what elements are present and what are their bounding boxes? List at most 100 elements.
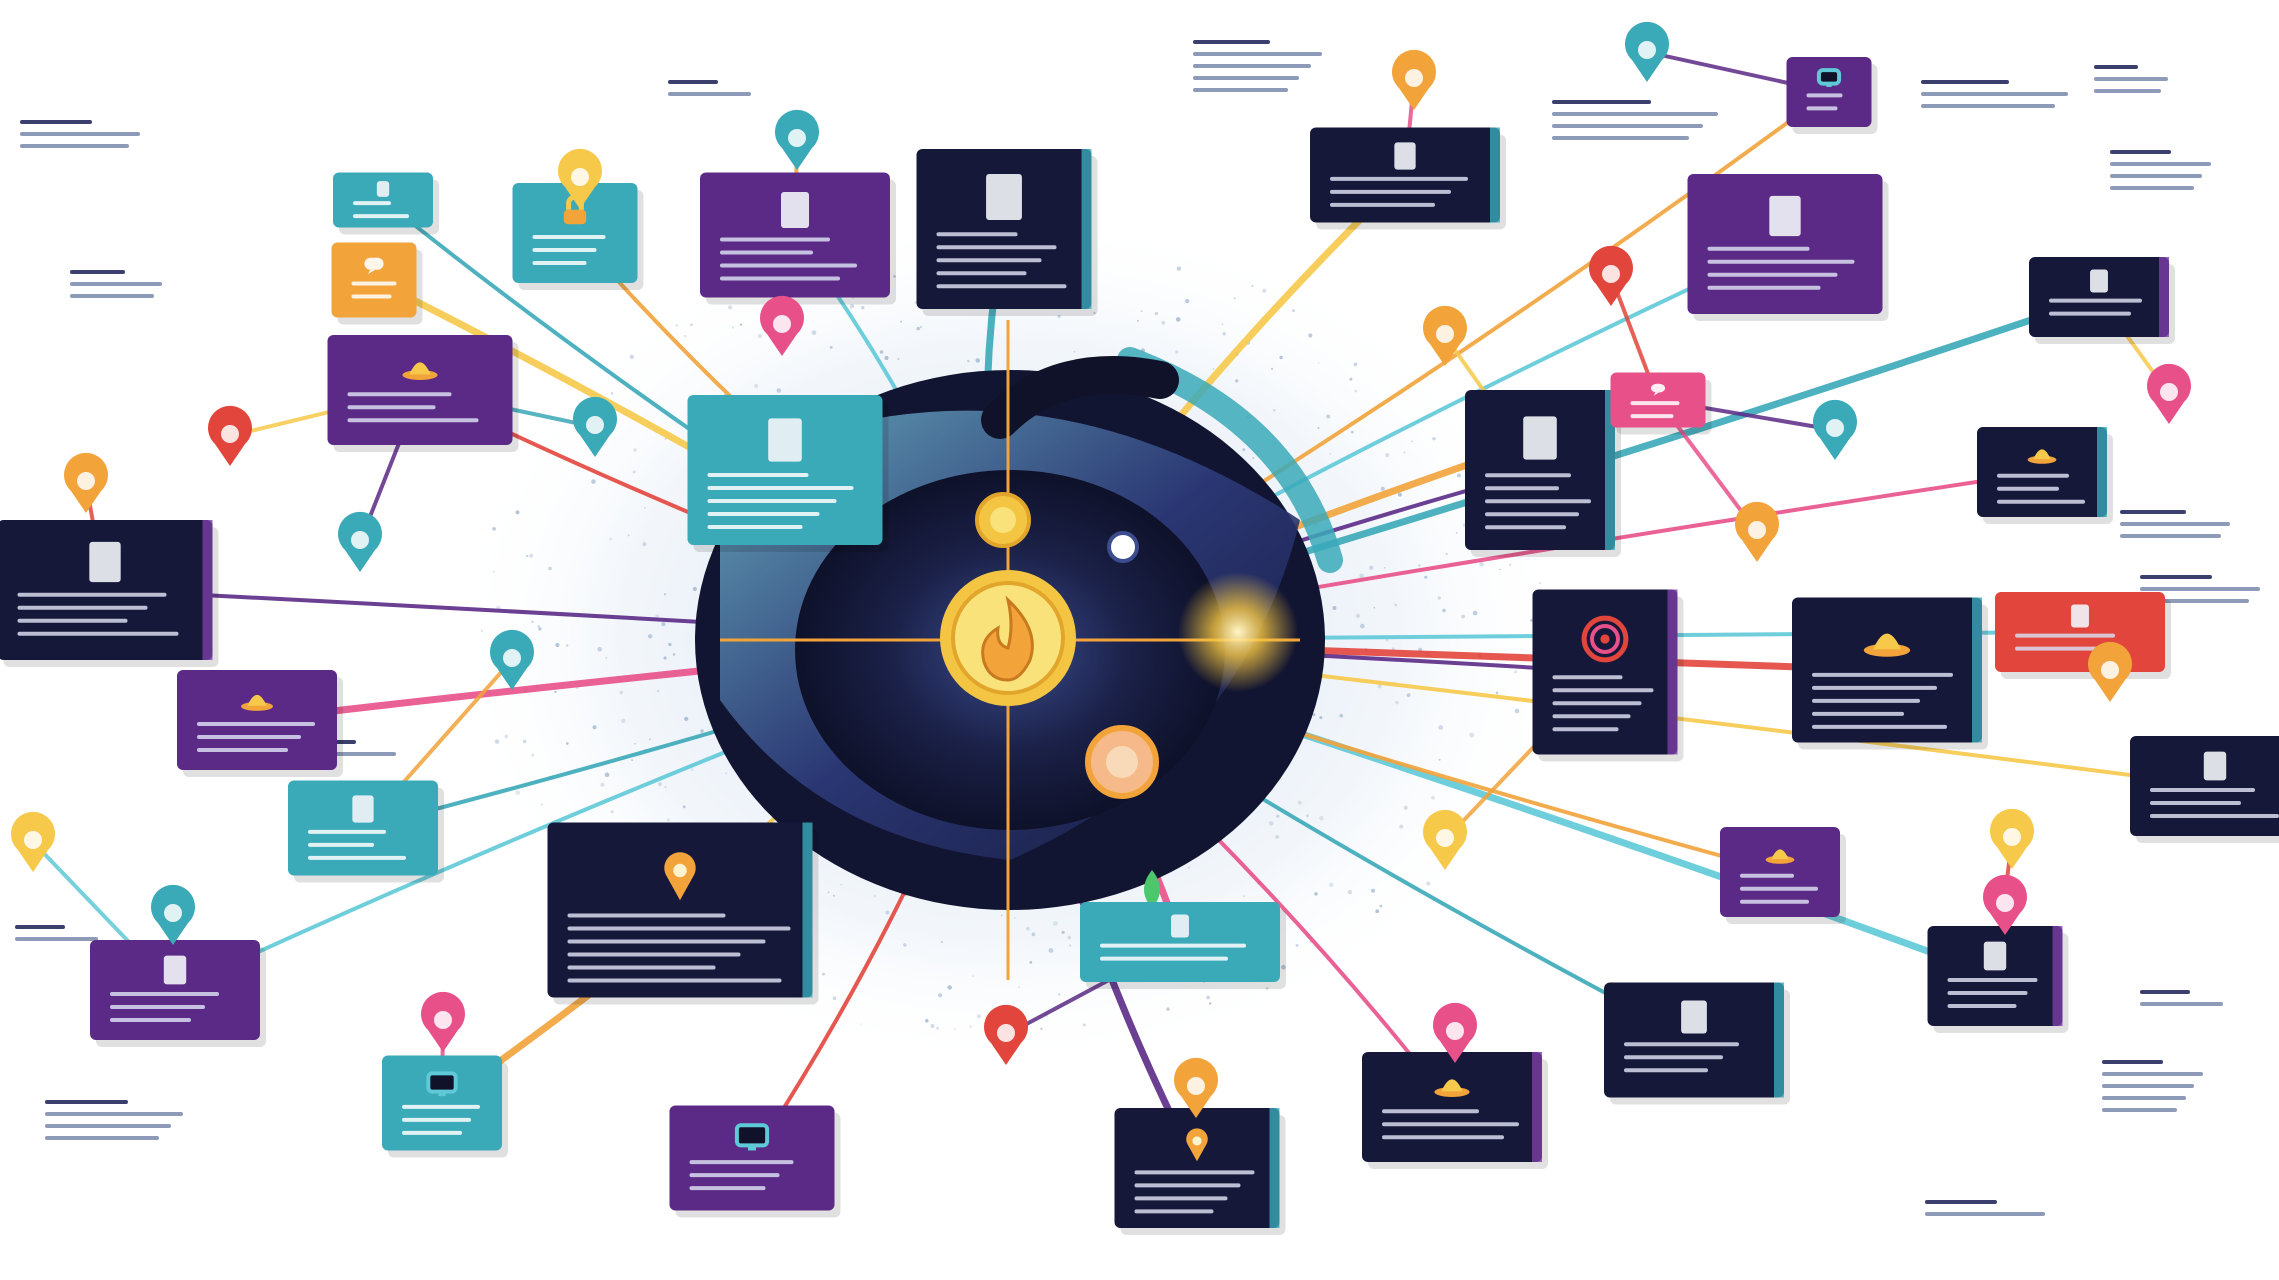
chat-icon: [1650, 383, 1666, 396]
haze-speck: [661, 622, 666, 627]
hub-dark-arc: [981, 356, 1179, 439]
haze-speck: [1048, 948, 1054, 953]
node-card: [1362, 1052, 1548, 1169]
haze-speck: [1292, 309, 1295, 312]
card-text-line: [1485, 473, 1571, 478]
card-text-line: [720, 250, 813, 255]
haze-speck: [690, 768, 694, 771]
chat-icon: [364, 257, 384, 275]
haze-speck: [776, 388, 782, 393]
haze-speck: [1424, 575, 1428, 579]
card-text-line: [1100, 956, 1228, 961]
haze-speck: [879, 350, 884, 354]
haze-speck: [1175, 317, 1181, 322]
card-body: [0, 520, 213, 660]
card-edge: [2097, 427, 2107, 517]
card-text-line: [689, 1160, 794, 1165]
card-body: [327, 335, 513, 445]
card-text-line: [936, 271, 1027, 276]
pin-icon: [573, 396, 618, 457]
node-card: [1720, 827, 1846, 924]
pin-dot: [164, 904, 182, 922]
node-card: [2130, 736, 2279, 843]
card-text-line: [402, 1104, 480, 1109]
pin-dot: [1638, 41, 1656, 59]
mini-label: [20, 120, 140, 148]
scribble-line: [2102, 1072, 2203, 1076]
haze-speck: [873, 894, 877, 898]
haze-speck: [885, 910, 890, 915]
haze-speck: [969, 1025, 972, 1028]
haze-speck: [757, 334, 762, 338]
card-text-line: [707, 486, 854, 490]
card-body: [1792, 597, 1982, 743]
haze-speck: [1385, 453, 1390, 458]
card-body: [1080, 902, 1280, 982]
card-body: [2029, 257, 2169, 337]
haze-speck: [967, 359, 970, 363]
haze-speck: [1276, 814, 1280, 818]
haze-speck: [1242, 895, 1245, 898]
haze-speck: [1354, 389, 1358, 393]
card-text-line: [1382, 1122, 1519, 1127]
scribble-line: [1552, 100, 1651, 104]
card-body: [512, 183, 638, 283]
haze-speck: [592, 725, 597, 730]
card-edge: [1532, 1052, 1542, 1162]
card-text-line: [936, 284, 1067, 289]
card-edge: [1972, 597, 1982, 743]
card-edge: [2159, 257, 2169, 337]
haze-speck: [1252, 457, 1255, 460]
pin-icon: [1983, 874, 2028, 935]
node-card: [331, 242, 423, 325]
card-body: [1927, 926, 2063, 1026]
card-body: [1310, 127, 1500, 223]
haze-speck: [554, 690, 557, 693]
pin-icon: [64, 452, 108, 513]
scribble-line: [2120, 534, 2221, 538]
node-card: [547, 822, 819, 1005]
node-card: [1310, 127, 1506, 230]
haze-speck: [668, 642, 672, 647]
pin-dot: [1826, 419, 1844, 437]
pin-icon: [664, 852, 696, 901]
mini-label: [2140, 990, 2223, 1006]
haze-speck: [621, 718, 626, 723]
card-text-line: [110, 1018, 191, 1022]
haze-speck: [1154, 311, 1158, 316]
node-card: [1465, 390, 1621, 557]
pin-icon: [1589, 245, 1634, 306]
haze-speck: [1538, 581, 1542, 585]
haze-speck: [1281, 964, 1286, 970]
card-text-line: [1134, 1196, 1228, 1201]
haze-speck: [1073, 350, 1076, 353]
haze-speck: [1403, 805, 1408, 810]
haze-speck: [861, 306, 865, 310]
haze-speck: [1379, 904, 1383, 908]
pin-icon: [1735, 501, 1779, 562]
card-body: [2130, 736, 2279, 836]
card-body: [1604, 982, 1784, 1098]
scribble-line: [2140, 575, 2212, 579]
haze-speck: [1317, 426, 1320, 429]
haze-speck: [627, 534, 630, 537]
card-body: [90, 940, 260, 1040]
haze-speck: [1175, 350, 1179, 354]
pin-icon: [2087, 641, 2132, 702]
card-edge: [2052, 926, 2063, 1026]
haze-speck: [811, 330, 817, 335]
haze-speck: [609, 537, 612, 541]
card-text-line: [720, 276, 840, 281]
haze-speck: [1347, 889, 1353, 895]
haze-speck: [664, 785, 667, 789]
pin-dot: [2101, 661, 2119, 679]
haze-speck: [1058, 993, 1061, 996]
haze-speck: [1212, 368, 1215, 370]
haze-speck: [893, 275, 896, 278]
mini-label: [2120, 510, 2230, 538]
scribble-line: [2094, 65, 2138, 69]
card-body: [177, 670, 337, 770]
scribble-line: [2140, 1002, 2223, 1006]
card-text-line: [347, 405, 436, 410]
haze-speck: [1369, 565, 1374, 570]
